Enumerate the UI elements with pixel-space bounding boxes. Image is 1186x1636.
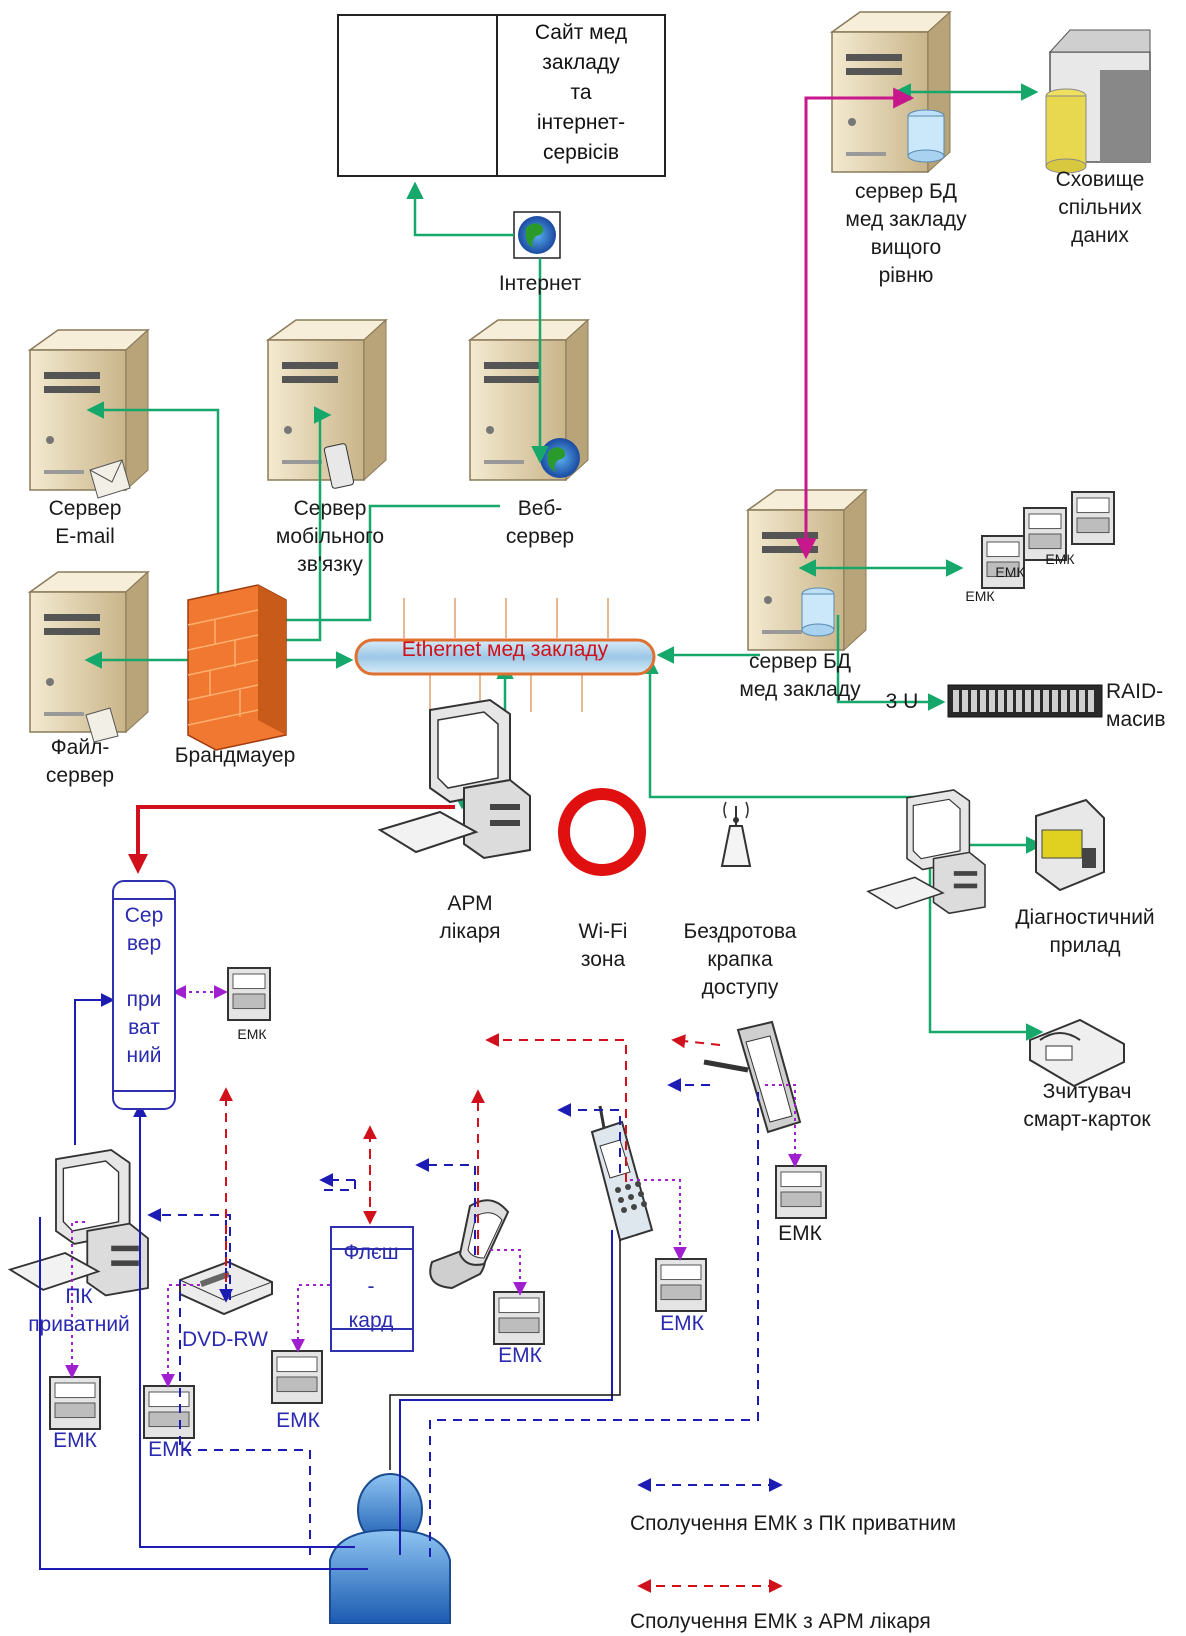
file-server-label: Файл- сервер [45,736,115,787]
diagnostic-device-icon [1035,798,1105,892]
emk-icon [271,1350,323,1404]
web-server-label: Веб- сервер [505,497,575,548]
raid-bay [1061,690,1067,712]
smartphone-icon [429,1199,510,1290]
ethernet-bus [354,598,656,712]
emk-icon [1071,491,1115,545]
email-server-label: Сервер E-mail [48,497,122,548]
blue-dashed-links [39,993,783,1570]
workstation-icons [7,698,986,1297]
raid-bay [1016,690,1022,712]
emk-label: ЕМК [237,1026,267,1042]
flash-card-box [330,1226,414,1352]
arm-label: АРМ лікаря [439,892,501,943]
emk-label: ЕМК [778,1222,822,1245]
emk-label: ЕМК [965,588,995,604]
wifi-zone-icon [558,788,646,876]
arm-to-private-server-arrow [128,805,455,874]
raid-bay [1052,690,1058,712]
internet-globe-icon [513,211,561,259]
smartcard-reader-icon [1029,1018,1125,1088]
emk-label: ЕМК [1045,551,1075,567]
private-server-box [112,880,176,1110]
dvd-label: DVD-RW [182,1328,268,1351]
emk-icon [981,535,1025,589]
firewall-label: Брандмауер [174,744,296,767]
emk-icon [143,1385,195,1439]
diagnostic-workstation-icon [866,789,986,915]
arm-workstation-icon [377,698,531,860]
flash-card-label: Флєш - кард [343,1241,399,1332]
private-pc-label: ПК приватний [28,1285,130,1336]
wifi-label: Wi-Fi зона [578,920,628,971]
tablet-icon [703,1020,802,1134]
emk-icon [775,1165,827,1219]
site-box-divider [496,16,498,175]
emk-icon [655,1258,707,1312]
raid-bay [953,690,959,712]
private-server-label: Сер вер при ват ний [124,904,164,1067]
access-point-icon [720,801,752,867]
user-device-links [389,1240,621,1470]
emk-label: ЕМК [276,1409,320,1432]
person-icon [329,1473,451,1624]
raid-array-icon [947,684,1103,718]
private-pc-icon [7,1149,149,1297]
raid-bay [989,690,995,712]
emk-label: ЕМК [148,1438,192,1461]
emk-icon [493,1291,545,1345]
raid-bay [998,690,1004,712]
legend-blue-label: Сполучення ЕМК з ПК приватним [630,1512,957,1535]
raid-bay [1007,690,1013,712]
emk-label: ЕМК [660,1312,704,1335]
access-point-label: Бездротова крапка доступу [683,920,797,999]
upper-db-server-label: сервер БД мед закладу вищого рівню [845,180,967,287]
purple-dotted-links [65,985,802,1388]
ethernet-label: Ethernet мед закладу [401,638,609,661]
raid-bay [1088,690,1094,712]
emk-label: ЕМК [995,564,1025,580]
site-services-label: Сайт мед закладу та інтернет- сервісів [534,21,628,164]
site-services-box: Сайт мед закладу та інтернет- сервісів [337,14,666,177]
raid-label: RAID- масив [1106,680,1166,731]
raid-bay [1025,690,1031,712]
raid-bay [1034,690,1040,712]
db-server-label: сервер БД мед закладу [739,650,861,701]
shared-storage-label: Сховище спільних даних [1055,168,1145,247]
emk-icon [1023,507,1067,561]
emk-label: ЕМК [498,1344,542,1367]
mobile-server-label: Сервер мобільного зв'язку [275,497,385,576]
emk-label: ЕМК [53,1429,97,1452]
raid-bay [980,690,986,712]
emk-card-icons [49,491,1115,1439]
db-sync-link [795,87,915,560]
raid-bay [1043,690,1049,712]
raid-units-label: 3 U [885,690,919,713]
raid-bay [1079,690,1085,712]
legend-red-label: Сполучення ЕМК з АРМ лікаря [630,1610,931,1633]
shared-storage-icon [1045,29,1151,174]
emk-icon [49,1376,101,1430]
emk-icon [227,967,271,1021]
diagnostic-label: Діагностичний прилад [1015,906,1155,957]
raid-bay [1070,690,1076,712]
file-server-icon [27,570,150,734]
smartcard-label: Зчитувач смарт-карток [1023,1080,1151,1131]
mobile-phone-icon [590,1105,654,1242]
raid-bay [962,690,968,712]
raid-bay [971,690,977,712]
firewall-icon [187,584,287,751]
internet-label: Інтернет [498,272,582,295]
red-dashed-links [219,1033,783,1593]
